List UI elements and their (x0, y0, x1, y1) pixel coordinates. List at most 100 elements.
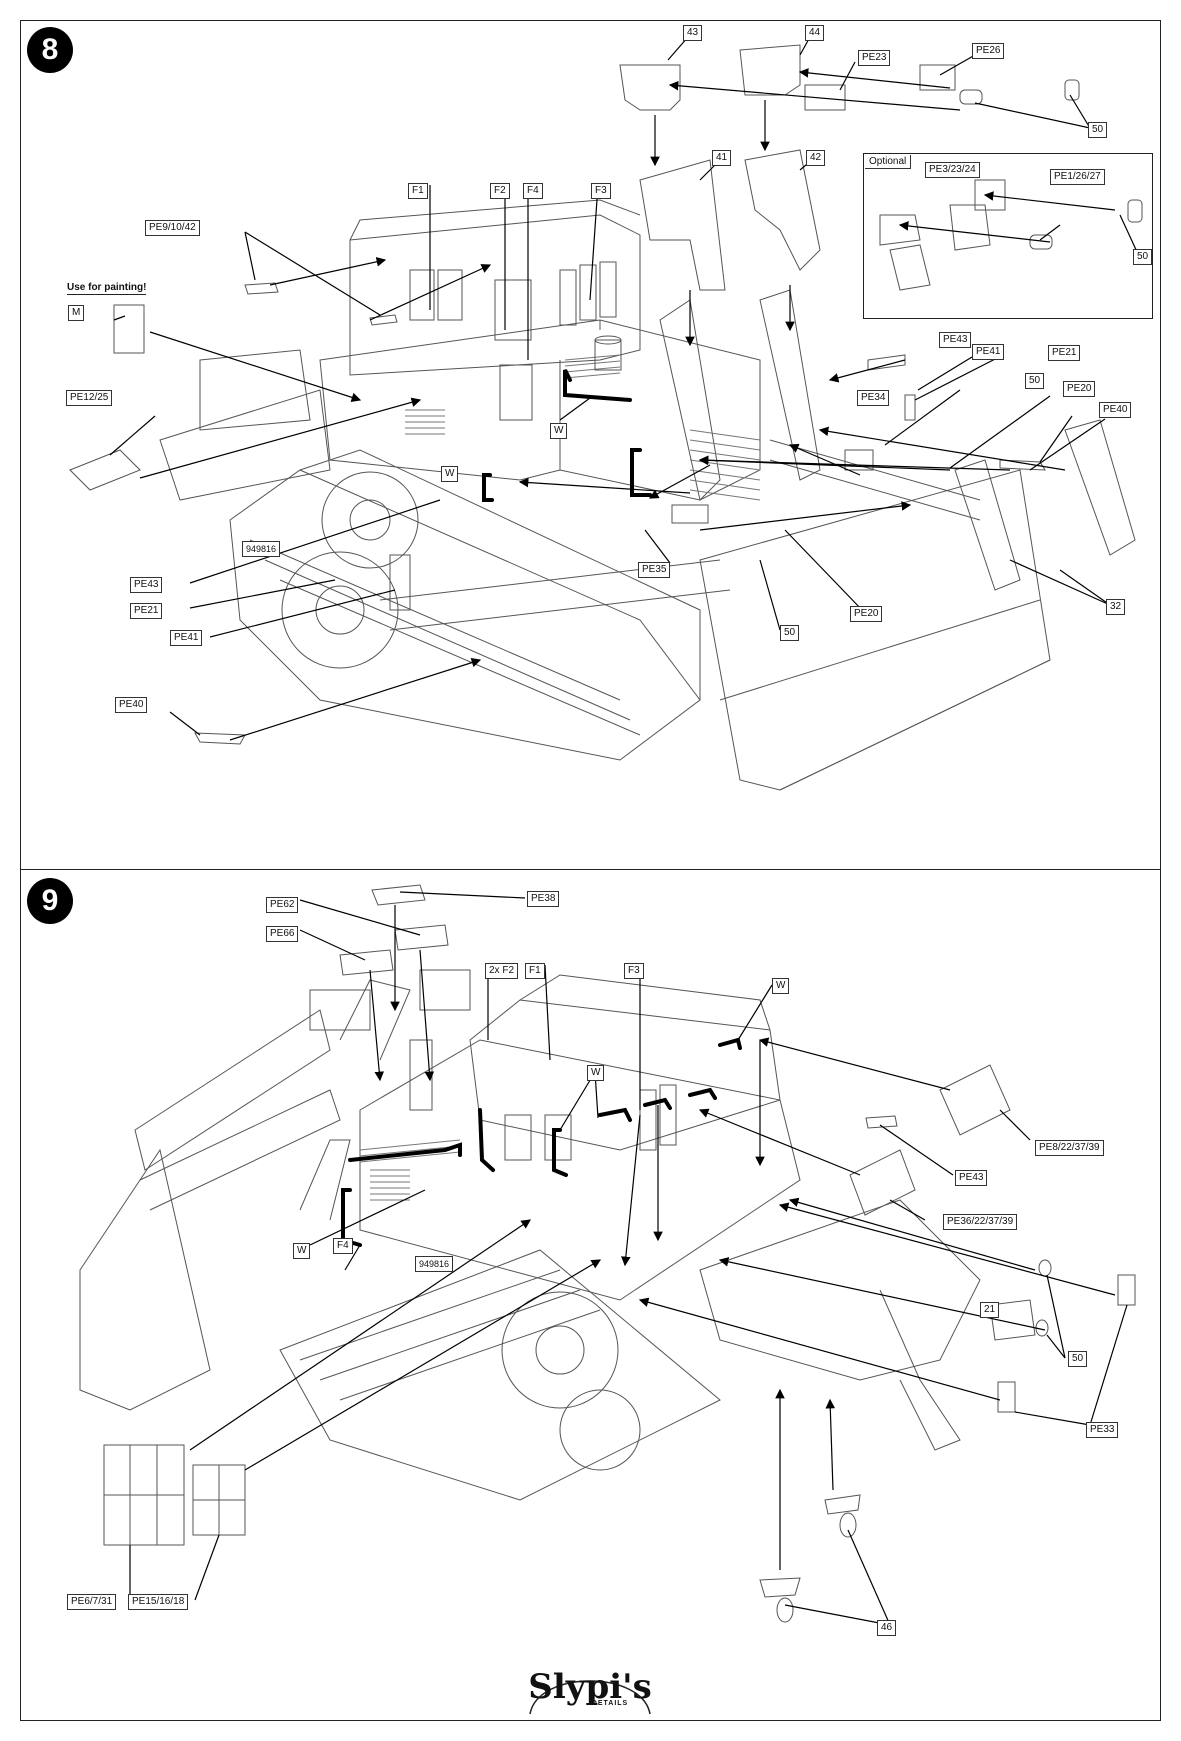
part-pe12-25 (69, 449, 141, 491)
label-32: 32 (1106, 599, 1126, 615)
step9-blade (79, 1148, 211, 1411)
step-8-badge: 8 (27, 27, 73, 73)
part-pe66 (339, 949, 394, 976)
label-pe21-left: PE21 (130, 603, 163, 619)
label-w-side: W (441, 466, 459, 482)
step8-license-plate: 949816 (242, 541, 281, 557)
part-43 (619, 64, 681, 111)
label-41: 41 (712, 150, 732, 166)
part-pe43-plate (865, 1115, 898, 1129)
label-pe41-right: PE41 (972, 344, 1005, 360)
part-pe38 (371, 884, 426, 906)
part-41 (639, 159, 726, 291)
brand-name: Slypi's (528, 1666, 652, 1707)
step-9-badge: 9 (27, 878, 73, 924)
label-f4: F4 (523, 183, 543, 199)
step8-cab (349, 214, 641, 376)
label-pe34: PE34 (857, 390, 890, 406)
optional-label: Optional (865, 155, 912, 169)
brand-logo: Slypi's DETAILS (528, 1658, 652, 1718)
step9-track (279, 1249, 721, 1501)
step9-railing (134, 1009, 331, 1171)
part-pe40-top (999, 459, 1046, 471)
step9-sprocket (501, 1291, 619, 1409)
label-42: 42 (806, 150, 826, 166)
part-42 (744, 149, 821, 271)
part-pe26 (919, 64, 956, 91)
label-f2: F2 (490, 183, 510, 199)
label-50-optional: 50 (1133, 249, 1153, 265)
label-f3: F3 (624, 963, 644, 979)
part-pe35 (671, 504, 709, 524)
label-pe43-right: PE43 (939, 332, 972, 348)
label-pe35: PE35 (638, 562, 671, 578)
label-pe12-25: PE12/25 (66, 390, 113, 406)
label-pe33: PE33 (1086, 1422, 1119, 1438)
part-46-b (824, 1494, 861, 1515)
part-44 (739, 44, 801, 96)
part-pe40-bottom (194, 732, 246, 745)
part-pe34 (844, 449, 874, 471)
label-pe26: PE26 (972, 43, 1005, 59)
optional-inset (863, 153, 1153, 319)
label-pe3-23-24: PE3/23/24 (925, 162, 980, 178)
instruction-sheet-frame (20, 20, 1161, 1721)
label-43: 43 (683, 25, 703, 41)
step8-ripper-right (759, 289, 821, 481)
step8-blade (699, 469, 1051, 791)
label-f1: F1 (525, 963, 545, 979)
label-pe23: PE23 (858, 50, 891, 66)
label-pe15-16-18: PE15/16/18 (128, 1594, 189, 1610)
label-pe9-10-42: PE9/10/42 (145, 220, 200, 236)
label-pe43: PE43 (955, 1170, 988, 1186)
step8-track (229, 469, 701, 761)
label-pe36-22-37-39: PE36/22/37/39 (943, 1214, 1018, 1230)
part-21 (989, 1299, 1036, 1341)
step8-sprocket (321, 471, 419, 569)
label-w-cab: W (587, 1065, 605, 1081)
step8-ripper-left (659, 299, 721, 501)
part-pe9-10-42 (244, 282, 279, 295)
label-f4: F4 (333, 1238, 353, 1254)
label-w-top: W (772, 978, 790, 994)
label-pe41-left: PE41 (170, 630, 203, 646)
part-pe23 (804, 84, 846, 111)
step9-body (359, 1039, 801, 1301)
label-50-top: 50 (1088, 122, 1108, 138)
label-pe40-left: PE40 (115, 697, 148, 713)
label-21: 21 (980, 1302, 1000, 1318)
step9-license-plate: 949816 (415, 1256, 454, 1272)
label-w-rear: W (293, 1243, 311, 1259)
part-pe62 (394, 924, 449, 951)
label-f1: F1 (408, 183, 428, 199)
label-50-lower: 50 (780, 625, 800, 641)
label-pe21-right: PE21 (1048, 345, 1081, 361)
label-pe38: PE38 (527, 891, 560, 907)
label-pe43-left: PE43 (130, 577, 163, 593)
label-pe1-26-27: PE1/26/27 (1050, 169, 1105, 185)
part-pe43-strip (867, 354, 906, 371)
part-46-a (759, 1577, 801, 1598)
step9-handrail-1 (348, 1142, 462, 1162)
step-divider (20, 869, 1161, 870)
label-pe66: PE66 (266, 926, 299, 942)
use-for-painting-note: Use for painting! (67, 282, 147, 295)
part-m-display (113, 304, 145, 354)
label-w-hood: W (550, 423, 568, 439)
part-pe36-22-37-39 (849, 1149, 916, 1216)
label-pe20-lower: PE20 (850, 606, 883, 622)
label-f3: F3 (591, 183, 611, 199)
label-46: 46 (877, 1620, 897, 1636)
part-pe8-22-37-39 (939, 1064, 1011, 1136)
label-m: M (68, 305, 85, 321)
label-44: 44 (805, 25, 825, 41)
label-pe62: PE62 (266, 897, 299, 913)
brand-sub: DETAILS (591, 1699, 629, 1707)
part-pe33 (1117, 1274, 1136, 1306)
label-50: 50 (1068, 1351, 1088, 1367)
label-pe40-right: PE40 (1099, 402, 1132, 418)
label-2x-f2: 2x F2 (485, 963, 519, 979)
label-pe6-7-31: PE6/7/31 (67, 1594, 117, 1610)
part-32-left (954, 459, 1021, 591)
